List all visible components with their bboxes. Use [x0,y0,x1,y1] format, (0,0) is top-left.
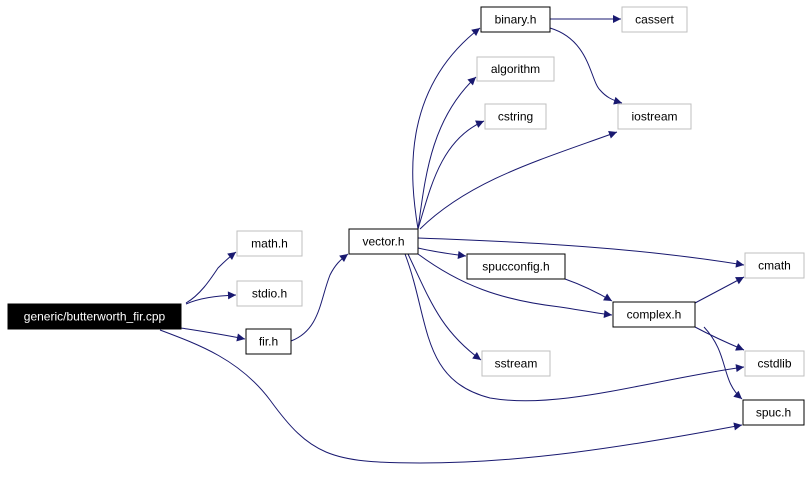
edge-root-to-math-h [185,251,237,304]
edge-complex-h-to-spuc-h [703,326,743,400]
node-box [481,350,551,377]
node-label: stdio.h [252,287,287,301]
node-box [480,6,551,33]
node-box [612,301,696,328]
node-stdio-h: stdio.h [236,280,303,307]
node-label: vector.h [362,235,404,249]
node-label: sstream [495,357,538,371]
node-iostream: iostream [617,103,692,130]
node-box [236,280,303,307]
node-cassert: cassert [621,6,688,33]
node-cstdlib: cstdlib [744,350,805,377]
edge-vector-h-to-binary-h [412,27,481,230]
node-box [236,230,303,257]
node-box [7,303,182,330]
node-box [621,6,688,33]
edge-vector-h-to-spucconfig-h [417,247,467,259]
node-label: binary.h [495,13,537,27]
edge-vector-h-to-cstdlib [404,253,745,402]
edge-binary-h-to-iostream [549,27,623,105]
node-cmath: cmath [744,252,805,279]
edge-vector-h-to-complex-h [417,253,613,319]
edge-vector-h-to-iostream [419,130,618,230]
node-box [744,350,805,377]
node-label: cstring [498,110,533,124]
node-complex-h[interactable]: complex.h [612,301,696,328]
node-label: cmath [758,259,791,273]
node-sstream: sstream [481,350,551,377]
node-label: complex.h [627,308,682,322]
edge-vector-h-to-cstring [417,120,485,230]
node-binary-h[interactable]: binary.h [480,6,551,33]
edge-fir-h-to-vector-h [290,253,349,342]
edge-vector-h-to-sstream [407,253,482,361]
node-box [476,56,555,82]
nodes-layer: generic/butterworth_fir.cpp math.h stdio.h… [7,6,805,426]
node-box [742,399,805,426]
node-algorithm: algorithm [476,56,555,82]
edge-spucconfig-h-to-complex-h [564,278,613,302]
edge-complex-h-to-cmath [694,276,745,304]
node-label: spuc.h [756,406,791,420]
edge-root-to-fir-h [180,327,246,342]
node-box [617,103,692,130]
node-label: cassert [635,13,674,27]
node-box [348,228,419,255]
node-vector-h[interactable]: vector.h [348,228,419,255]
node-box [484,103,547,130]
node-spuc-h[interactable]: spuc.h [742,399,805,426]
edge-vector-h-to-algorithm [417,76,477,230]
edge-root-to-stdio-h [185,291,237,305]
node-spucconfig-h[interactable]: spucconfig.h [466,253,566,280]
edge-complex-h-to-cstdlib [694,326,745,351]
node-label: iostream [631,110,677,124]
edge-vector-h-to-cmath [417,237,745,268]
node-box [466,253,566,280]
edges-layer [159,15,745,464]
node-label: generic/butterworth_fir.cpp [24,310,166,324]
node-label: fir.h [259,335,278,349]
node-label: math.h [251,237,288,251]
node-label: spucconfig.h [482,260,549,274]
node-label: algorithm [491,62,540,76]
node-fir-h[interactable]: fir.h [245,328,292,355]
edge-root-to-spuc-h [159,329,743,464]
node-box [744,252,805,279]
node-math-h: math.h [236,230,303,257]
node-root[interactable]: generic/butterworth_fir.cpp [7,303,182,330]
node-cstring: cstring [484,103,547,130]
node-label: cstdlib [757,357,791,371]
node-box [245,328,292,355]
